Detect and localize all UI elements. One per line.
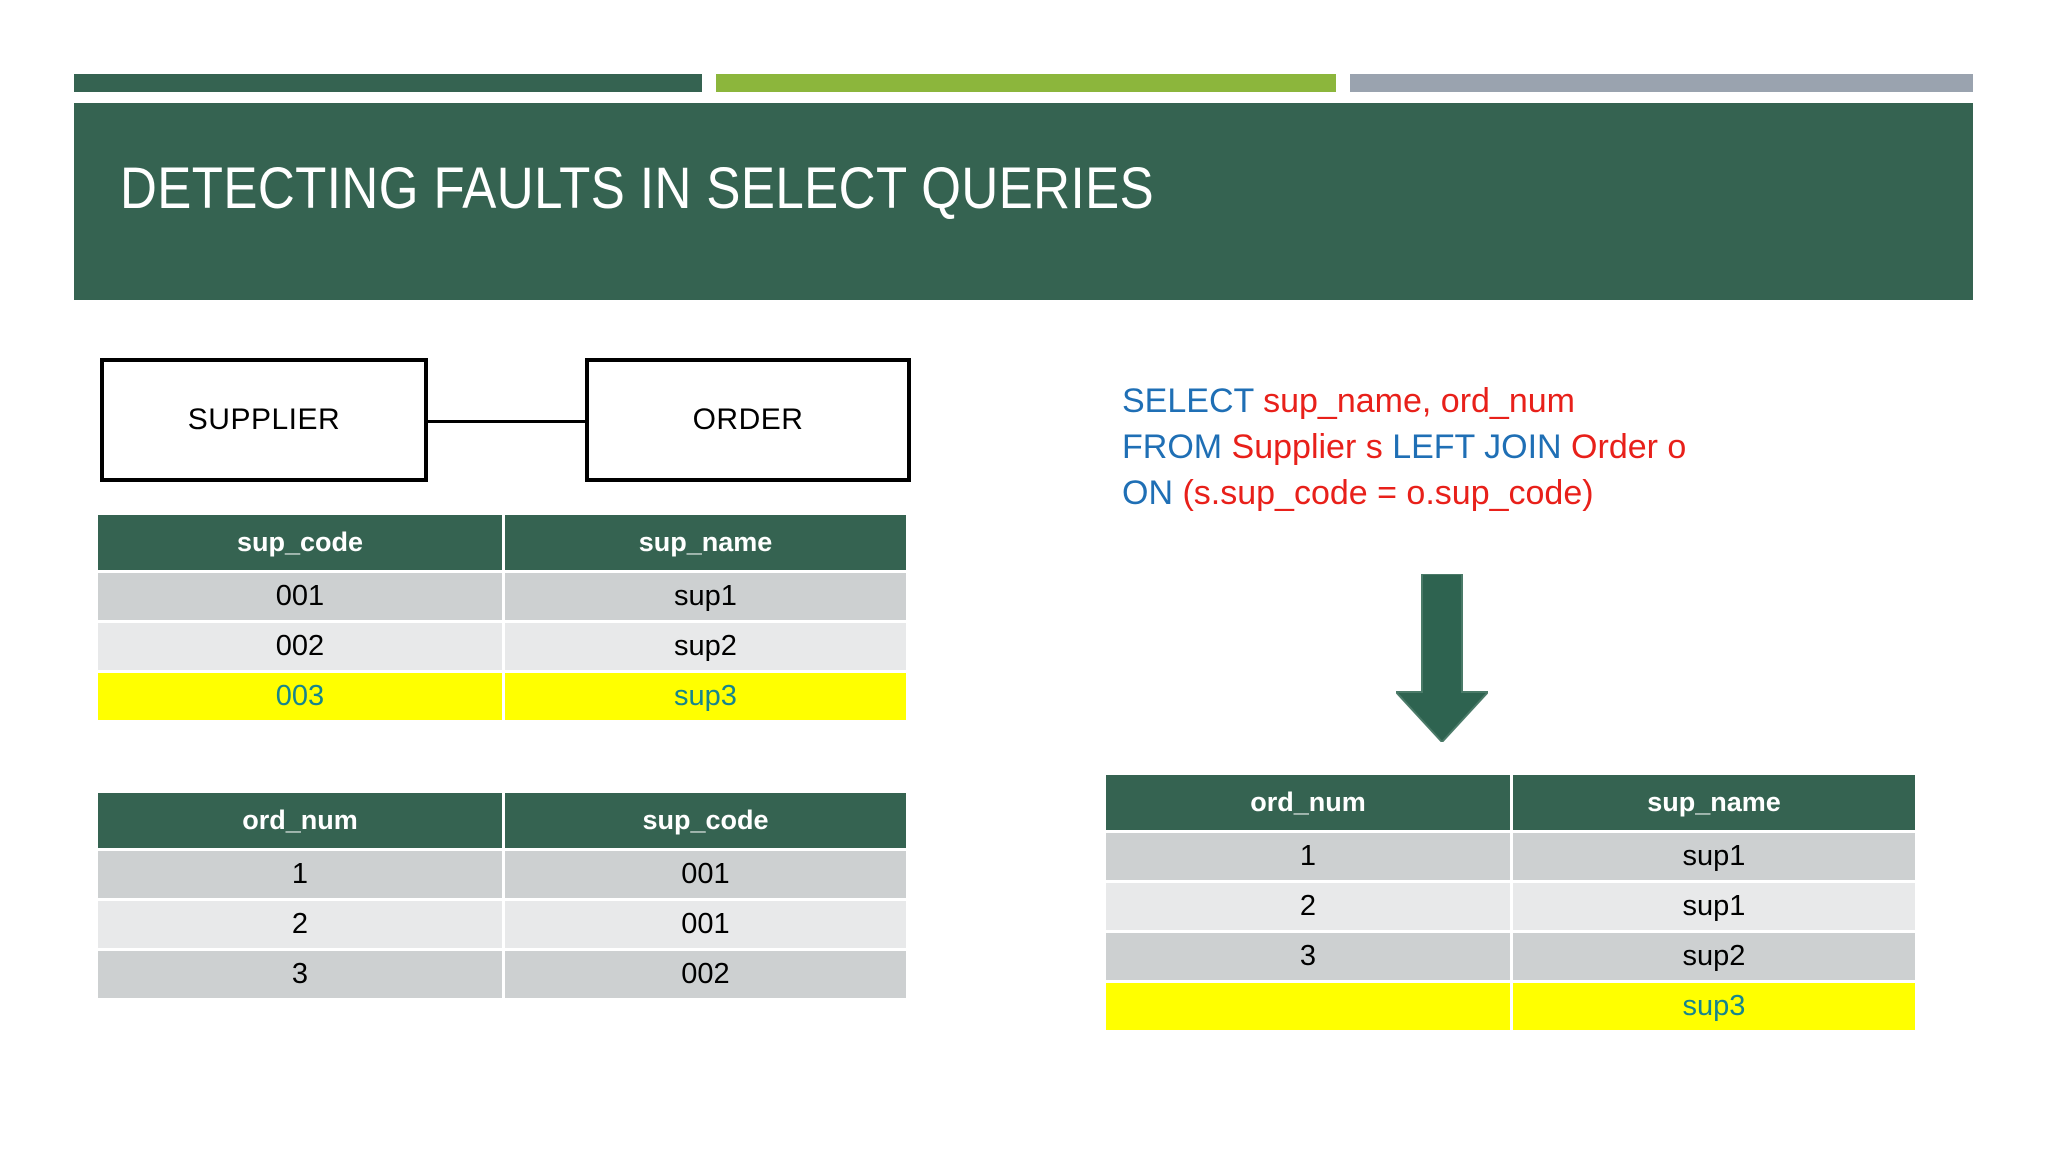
cell-sup-name: sup2	[505, 623, 906, 673]
cell-ord-num-null	[1106, 983, 1513, 1033]
er-entity-order-label: ORDER	[692, 403, 804, 436]
cell-sup-name: sup2	[1513, 933, 1915, 983]
column-header-sup-code: sup_code	[505, 793, 906, 851]
accent-bar-dark-green	[74, 74, 702, 92]
column-header-ord-num: ord_num	[1106, 775, 1513, 833]
column-header-sup-name: sup_name	[505, 515, 906, 573]
sql-keyword: FROM	[1122, 428, 1232, 466]
table-header-row: ord_num sup_name	[1106, 775, 1915, 833]
cell-ord-num: 1	[98, 851, 505, 901]
cell-sup-name: sup1	[505, 573, 906, 623]
table-header-row: sup_code sup_name	[98, 515, 906, 573]
table-row-highlighted: 003 sup3	[98, 673, 906, 723]
cell-ord-num: 2	[1106, 883, 1513, 933]
table-row: 1 001	[98, 851, 906, 901]
column-header-sup-code: sup_code	[98, 515, 505, 573]
sql-query-block: SELECT sup_name, ord_num FROM Supplier s…	[1122, 378, 1686, 516]
page-title: DETECTING FAULTS IN SELECT QUERIES	[120, 156, 1155, 221]
sql-line-on: ON (s.sup_code = o.sup_code)	[1122, 470, 1686, 516]
column-header-ord-num: ord_num	[98, 793, 505, 851]
sql-line-select: SELECT sup_name, ord_num	[1122, 378, 1686, 424]
table-row: 1 sup1	[1106, 833, 1915, 883]
cell-ord-num: 1	[1106, 833, 1513, 883]
sql-identifier: sup_name, ord_num	[1263, 382, 1575, 420]
cell-ord-num: 2	[98, 901, 505, 951]
er-entity-order: ORDER	[585, 358, 911, 482]
sql-keyword: ON	[1122, 474, 1183, 512]
down-arrow-icon	[1396, 574, 1488, 742]
sql-keyword: LEFT JOIN	[1392, 428, 1572, 466]
order-table: ord_num sup_code 1 001 2 001 3 002	[98, 793, 906, 1001]
cell-sup-name: sup1	[1513, 883, 1915, 933]
table-row: 3 sup2	[1106, 933, 1915, 983]
table-row: 2 001	[98, 901, 906, 951]
table-row: 2 sup1	[1106, 883, 1915, 933]
sql-identifier: Supplier s	[1231, 428, 1393, 466]
cell-sup-code: 003	[98, 673, 505, 723]
column-header-sup-name: sup_name	[1513, 775, 1915, 833]
er-relationship-line	[428, 420, 585, 423]
cell-sup-code: 001	[505, 901, 906, 951]
supplier-table: sup_code sup_name 001 sup1 002 sup2 003 …	[98, 515, 906, 723]
cell-sup-code: 002	[98, 623, 505, 673]
accent-bar-gray	[1350, 74, 1973, 92]
sql-line-from: FROM Supplier s LEFT JOIN Order o	[1122, 424, 1686, 470]
table-row: 3 002	[98, 951, 906, 1001]
cell-sup-name: sup3	[1513, 983, 1915, 1033]
cell-sup-code: 002	[505, 951, 906, 1001]
cell-sup-name: sup3	[505, 673, 906, 723]
sql-identifier: (s.sup_code = o.sup_code)	[1182, 474, 1594, 512]
table-row: 002 sup2	[98, 623, 906, 673]
sql-keyword: SELECT	[1122, 382, 1264, 420]
accent-bar-lime-green	[716, 74, 1336, 92]
table-row-highlighted: sup3	[1106, 983, 1915, 1033]
cell-sup-name: sup1	[1513, 833, 1915, 883]
cell-ord-num: 3	[98, 951, 505, 1001]
er-entity-supplier-label: SUPPLIER	[187, 403, 341, 436]
table-row: 001 sup1	[98, 573, 906, 623]
sql-identifier: Order o	[1571, 428, 1687, 466]
er-entity-supplier: SUPPLIER	[100, 358, 428, 482]
cell-ord-num: 3	[1106, 933, 1513, 983]
cell-sup-code: 001	[505, 851, 906, 901]
title-banner: DETECTING FAULTS IN SELECT QUERIES	[74, 103, 1973, 300]
table-header-row: ord_num sup_code	[98, 793, 906, 851]
cell-sup-code: 001	[98, 573, 505, 623]
result-table: ord_num sup_name 1 sup1 2 sup1 3 sup2 su…	[1106, 775, 1915, 1033]
